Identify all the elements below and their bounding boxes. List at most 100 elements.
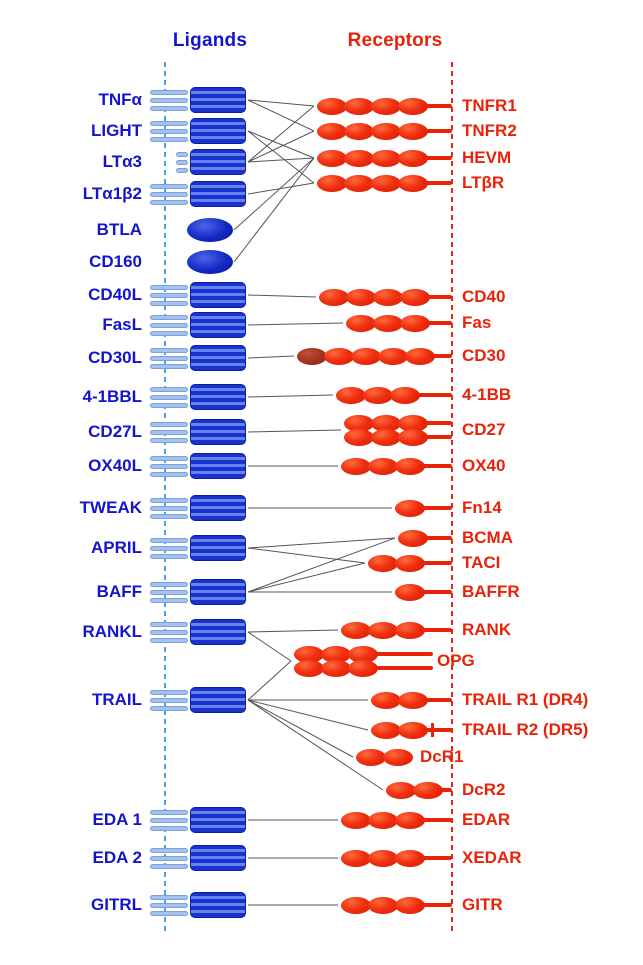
binding-connection-tnf-tnfr1 [247,99,315,107]
ligand-trimer-block [190,892,246,918]
crd-domain-ellipse [356,749,386,766]
ligand-label-trail: TRAIL [91,690,142,709]
soluble-receptor-line [374,652,433,656]
ligand-stalk-bar [150,545,188,551]
crd-domain-ellipse [398,415,428,432]
ligand-stalk-bar [150,855,188,861]
receptor-label-edar: EDAR [462,810,511,829]
crd-domain-ellipse [398,722,428,739]
ligand-trimer-block [190,535,246,561]
ligand-stalk-bar [150,97,188,103]
ligand-label-cd40l: CD40L [88,285,142,304]
binding-connection-light-hevm [247,130,315,159]
ligand-trimer-block [190,87,246,113]
receptors-column-header: Receptors [347,30,443,51]
crd-domain-ellipse [390,387,420,404]
membrane-anchor-line [424,295,452,299]
ligand-stalk-bar [150,363,188,369]
receptor-label-tnfr2: TNFR2 [462,121,517,140]
crd-domain-ellipse [351,348,381,365]
crd-domain-ellipse [371,722,401,739]
receptor-label-cd30: CD30 [462,346,506,365]
membrane-anchor-line [422,156,452,160]
crd-domain-ellipse [317,123,347,140]
membrane-anchor-line [419,818,452,822]
ligand-tweak-icon [150,495,246,521]
crd-domain-ellipse [386,782,416,799]
membrane-anchor-line [414,393,452,397]
membrane-anchor-line [419,903,452,907]
ligand-stalk-bar [150,402,188,408]
ligand-stalk-bar [150,847,188,853]
ligand-stalk-bar [150,429,188,435]
ligand-stalk-bar [150,581,188,587]
receptor-label-hevm: HEVM [462,148,512,167]
binding-connection-cd160-hevm [233,157,315,263]
ligand-trimer-block [190,619,246,645]
ligand-ox40l-icon [150,453,246,479]
ligand-trimer-block [190,181,246,207]
crd-domain-ellipse [398,692,428,709]
membrane-anchor-line [419,506,452,510]
membrane-anchor-line [419,561,452,565]
ligand-stalk-bar [150,183,188,189]
receptor-label-cd27: CD27 [462,420,506,439]
crd-domain-ellipse [346,315,376,332]
crd-domain-ellipse [344,150,374,167]
ligand-stalk-bar [150,314,188,320]
crd-domain-ellipse [400,315,430,332]
crd-domain-ellipse [297,348,327,365]
ligand-label-april: APRIL [91,538,142,557]
membrane-anchor-line [429,354,452,358]
ligand-stalk-bar [150,330,188,336]
ligand-label-cd160: CD160 [89,252,142,271]
membrane-anchor-line [422,181,452,185]
ligand-stalk-bar [150,553,188,559]
membrane-anchor-line [422,698,452,702]
receptor-label-fn14: Fn14 [462,498,502,517]
crd-domain-ellipse [344,175,374,192]
ligand-lt-3-icon [176,149,246,175]
ligand-stalk-bar [176,151,188,157]
ligand-stalk-bar [150,136,188,142]
ligand-stalk-bar [150,809,188,815]
membrane-anchor-line [422,728,452,732]
ligand-stalk-bar [150,863,188,869]
ligand-stalk-bar [150,347,188,353]
receptor-label-ox40: OX40 [462,456,506,475]
ligand-stalk-bar [150,455,188,461]
ligand-stalk-bar [176,167,188,173]
ligand-label-baff: BAFF [96,582,142,601]
ligand-lt-1-2-icon [150,181,246,207]
receptor-label-taci: TACI [462,553,501,572]
receptor-label-dcr2: DcR2 [462,780,506,799]
crd-domain-ellipse [395,458,425,475]
crd-domain-ellipse [317,98,347,115]
crd-domain-ellipse [398,123,428,140]
binding-connection-rankl-rank [247,629,339,633]
binding-connection-lt-3-hevm [247,157,315,163]
receptor-label-fas: Fas [462,313,492,332]
ligand-cd160-icon [187,250,233,274]
crd-domain-ellipse [371,150,401,167]
binding-connection-cd40l-cd40 [247,294,317,298]
receptor-label-trail-r1-dr4: TRAIL R1 (DR4) [462,690,589,709]
crd-domain-ellipse [371,429,401,446]
ligand-trimer-block [190,687,246,713]
ligand-stalk-bar [150,322,188,328]
ligand-label-tnf: TNFα [98,90,143,109]
ligand-stalk-bar [150,421,188,427]
crd-domain-ellipse [368,850,398,867]
crd-domain-ellipse [371,692,401,709]
crd-domain-ellipse [395,555,425,572]
crd-domain-ellipse [317,150,347,167]
ligand-label-cd30l: CD30L [88,348,142,367]
membrane-anchor-line [419,628,452,632]
crd-domain-ellipse [341,458,371,475]
ligand-trimer-block [190,282,246,308]
crd-domain-ellipse [341,850,371,867]
membrane-anchor-line [437,788,452,792]
receptor-label-4-1bb: 4-1BB [462,385,512,404]
binding-connection-baff-bcma [247,537,396,593]
